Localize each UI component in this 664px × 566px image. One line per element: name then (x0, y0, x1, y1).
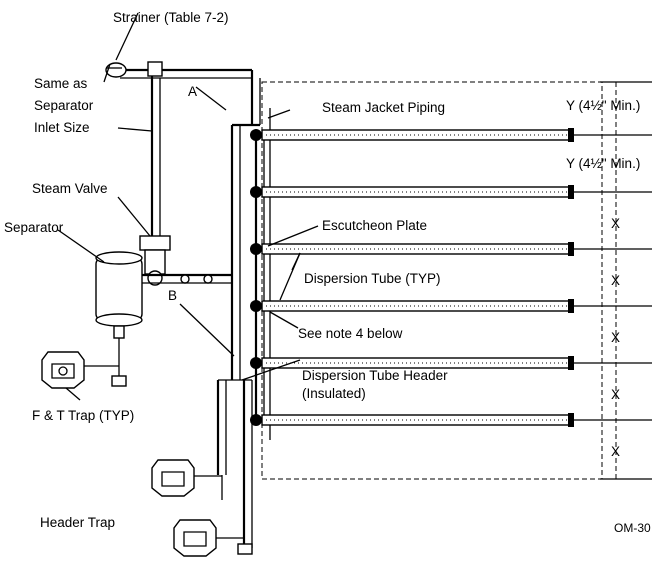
steam-valve-icon (139, 235, 171, 286)
header-label: Dispersion Tube Header (302, 368, 448, 383)
y-dimension-label: Y (4½" Min.) (566, 156, 640, 171)
header-piping (142, 123, 260, 548)
x-dimension-label: X (611, 216, 620, 231)
y-dimension-label: Y (4½" Min.) (566, 98, 640, 113)
x-dimension-label: X (611, 387, 620, 402)
dispersion-tube (250, 299, 574, 313)
header-trap-label: Header Trap (40, 515, 115, 530)
strainer-icon (103, 62, 127, 83)
dispersion-tube (250, 185, 574, 199)
leader-lines (57, 12, 319, 401)
separator-icon (95, 251, 143, 339)
dispersion-tube (250, 413, 574, 427)
dimension-lines (574, 82, 652, 479)
steam-supply-piping (120, 61, 261, 240)
dispersion-tubes (250, 128, 574, 427)
steam-jacket-label: Steam Jacket Piping (322, 100, 445, 115)
x-dimension-label: X (611, 330, 620, 345)
same-as-label: Same as (34, 76, 88, 91)
strainer-label: Strainer (Table 7-2) (113, 10, 229, 25)
separator-label: Separator (4, 220, 64, 235)
figure-code: OM-30 (614, 521, 651, 535)
x-dimension-label: X (611, 444, 620, 459)
dispersion-tube (250, 242, 574, 256)
point-b-label: B (168, 288, 177, 303)
escutcheon-label: Escutcheon Plate (322, 218, 427, 233)
dispersion-tube (250, 356, 574, 370)
dispersion-tube-label: Dispersion Tube (TYP) (304, 271, 441, 286)
steam-valve-label: Steam Valve (32, 181, 108, 196)
steam-jacket-piping (254, 108, 271, 440)
header-trap-icon (173, 519, 253, 557)
see-note-label: See note 4 below (298, 326, 403, 341)
duct-outline (261, 81, 652, 480)
separator-size-label: Separator (34, 98, 94, 113)
inlet-size-label: Inlet Size (34, 120, 90, 135)
header-insulated-label: (Insulated) (302, 386, 366, 401)
ft-trap-icon (41, 338, 127, 389)
ft-trap-icon (151, 459, 223, 500)
point-a-label: A (188, 84, 197, 99)
dispersion-tube (250, 128, 574, 142)
x-dimension-label: X (611, 273, 620, 288)
ft-trap-label: F & T Trap (TYP) (32, 408, 134, 423)
